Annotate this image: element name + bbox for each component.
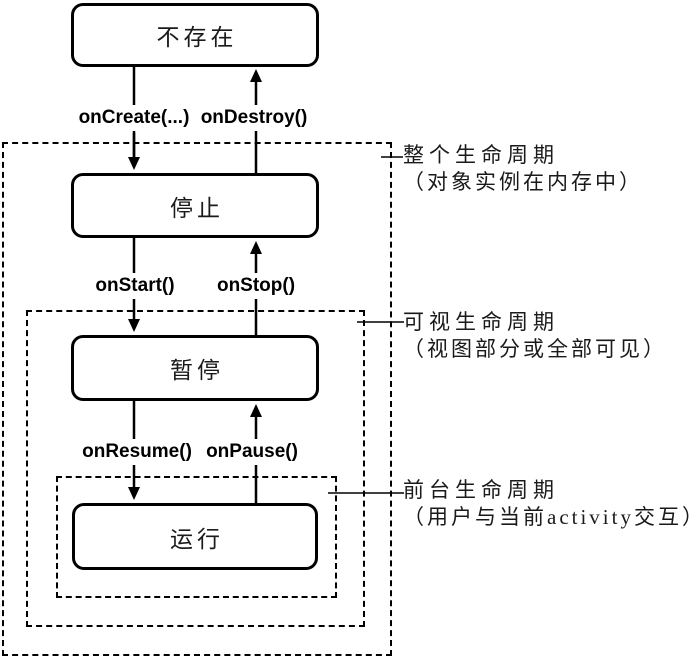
onresume-label: onResume() bbox=[77, 439, 197, 465]
state-box-nonexistent: 不存在 bbox=[71, 3, 319, 67]
state-label-nonexistent: 不存在 bbox=[156, 25, 238, 50]
entire-lifecycle-title: 整个生命周期 bbox=[403, 143, 559, 167]
foreground-lifecycle-title: 前台生命周期 bbox=[403, 478, 559, 502]
scope-box-foreground-lifecycle bbox=[56, 476, 337, 598]
onpause-label: onPause() bbox=[201, 439, 303, 465]
visible-lifecycle-subtitle: （视图部分或全部可见） bbox=[403, 337, 667, 361]
onstart-label: onStart() bbox=[90, 273, 180, 299]
scope-box-visible-lifecycle bbox=[26, 310, 365, 627]
foreground-lifecycle-annotation: 前台生命周期 （用户与当前activity交互） bbox=[403, 477, 700, 531]
foreground-lifecycle-subtitle: （用户与当前activity交互） bbox=[403, 505, 700, 529]
oncreate-label: onCreate(...) bbox=[73, 105, 195, 131]
onstop-label: onStop() bbox=[211, 273, 301, 299]
ondestroy-label: onDestroy() bbox=[195, 105, 313, 131]
entire-lifecycle-annotation: 整个生命周期 （对象实例在内存中） bbox=[403, 142, 643, 196]
visible-lifecycle-title: 可视生命周期 bbox=[403, 310, 559, 334]
state-box-stopped: 停止 bbox=[71, 173, 319, 238]
state-box-running: 运行 bbox=[72, 503, 318, 570]
scope-box-entire-lifecycle bbox=[2, 142, 392, 656]
entire-lifecycle-subtitle: （对象实例在内存中） bbox=[403, 170, 643, 194]
state-label-stopped: 停止 bbox=[170, 195, 224, 221]
state-label-paused: 暂停 bbox=[170, 358, 224, 383]
state-label-running: 运行 bbox=[170, 526, 224, 552]
state-box-paused: 暂停 bbox=[71, 335, 319, 401]
visible-lifecycle-annotation: 可视生命周期 （视图部分或全部可见） bbox=[403, 309, 667, 363]
